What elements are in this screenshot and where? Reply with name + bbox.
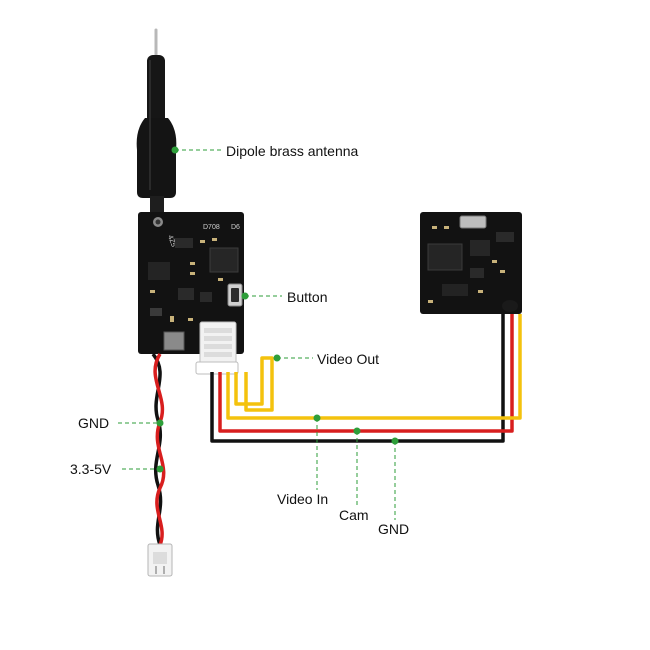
label-button: Button xyxy=(287,289,328,305)
signal-wires xyxy=(210,314,522,443)
wire-black xyxy=(210,314,505,443)
wire-yellow-video-out-loop xyxy=(234,356,274,412)
leader-lines xyxy=(118,149,396,520)
antenna-upper-sleeve xyxy=(147,55,165,125)
vtx-chip-main xyxy=(209,247,239,273)
dipole-antenna xyxy=(136,28,177,214)
wire-yellow-video-in xyxy=(226,314,522,420)
leader-dots xyxy=(156,146,399,473)
label-gnd-power: GND xyxy=(78,415,110,431)
label-video-out: Video Out xyxy=(317,351,380,367)
antenna-lower-sleeve xyxy=(136,118,177,198)
antenna-base xyxy=(150,196,164,214)
camera-chip xyxy=(427,243,463,271)
vtx-plug xyxy=(195,361,239,375)
label-video-in: Video In xyxy=(277,491,329,507)
label-antenna: Dipole brass antenna xyxy=(226,143,359,159)
camera-crystal xyxy=(459,215,487,229)
vtx-capacitor xyxy=(163,331,185,351)
vtx-marking-side: 4Z5 xyxy=(166,234,177,248)
label-cam: Cam xyxy=(339,507,369,523)
wire-red xyxy=(218,314,514,433)
power-lead xyxy=(147,352,173,577)
camera-board xyxy=(420,212,522,314)
label-power: 3.3-5V xyxy=(70,461,112,477)
label-gnd-cam: GND xyxy=(378,521,410,537)
vtx-board: D708 D6 4Z5 xyxy=(138,212,244,375)
vtx-marking-d708: D708 xyxy=(203,224,220,231)
power-wire-red xyxy=(153,353,166,546)
vtx-marking-d6: D6 xyxy=(231,224,240,231)
